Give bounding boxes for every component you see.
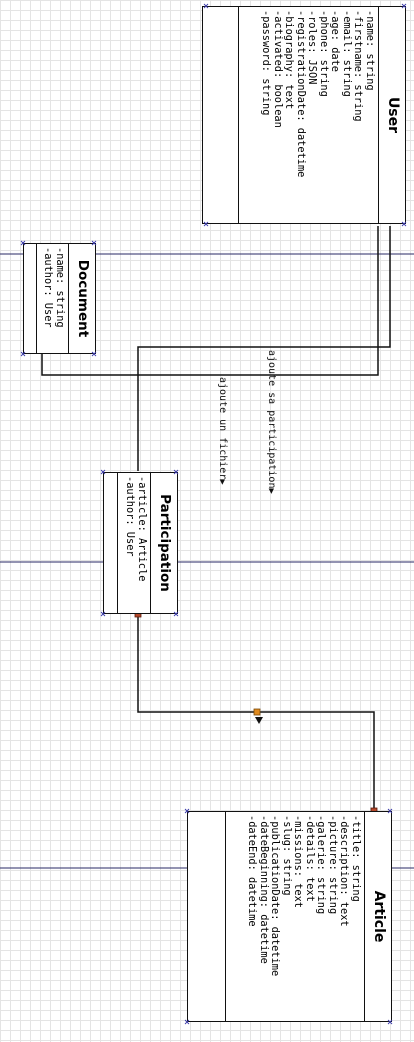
class-document-title: Document	[68, 244, 95, 353]
attribute: -password: string	[260, 10, 273, 116]
class-participation-attributes: -article: Article -author: User	[117, 473, 150, 613]
relation-label-text: ajoute un fichier	[217, 377, 228, 480]
attribute: -author: User	[124, 476, 137, 557]
attribute: -phone: string	[318, 10, 330, 97]
connector-handle[interactable]	[253, 708, 261, 716]
attribute: -dateBeginning: datetime	[258, 815, 270, 964]
arrow-right-icon: ▶	[217, 479, 227, 485]
attribute: -details: text	[304, 815, 316, 902]
relation-label-document[interactable]: ajoute un fichier▶	[217, 377, 228, 485]
attribute: -biography: text	[283, 10, 296, 110]
class-article[interactable]: Article -title: string -description: tex…	[187, 811, 392, 1022]
attribute: -publicationDate: datetime	[269, 815, 282, 977]
attribute: -missions: text	[292, 815, 305, 908]
relation-label-text: ajoute sa participation	[266, 350, 277, 489]
attribute: -activated: boolean	[272, 10, 284, 128]
class-participation-title: Participation	[150, 473, 177, 613]
connector-user-document[interactable]	[41, 226, 379, 376]
class-user-title: User	[378, 7, 405, 223]
class-user-attributes: -name: string -firstname: string -email:…	[238, 7, 378, 223]
attribute: -title: string	[350, 815, 362, 902]
class-user[interactable]: User -name: string -firstname: string -e…	[202, 6, 406, 224]
class-document-attributes: -name: string -author: User	[36, 244, 68, 353]
attribute: -dateEnd: datetime	[246, 815, 259, 927]
attribute: -name: string	[54, 247, 66, 328]
attribute: -roles: JSON	[306, 10, 319, 85]
arrow-head-icon	[255, 717, 263, 724]
class-article-operations	[215, 812, 225, 1021]
attribute: -article: Article	[136, 476, 148, 582]
arrow-right-icon: ▶	[266, 488, 276, 494]
class-document[interactable]: Document -name: string -author: User	[23, 243, 96, 354]
attribute: -firstname: string	[352, 10, 365, 122]
attribute: -picture: string	[327, 815, 339, 915]
attribute: -galerie: string	[315, 815, 328, 915]
attribute: -age: date	[329, 10, 342, 72]
attribute: -registrationDate: datetime	[295, 10, 307, 178]
class-user-operations	[228, 7, 238, 223]
attribute: -description: text	[338, 815, 351, 927]
connector-user-participation[interactable]	[137, 226, 391, 471]
class-participation-operations	[108, 473, 117, 613]
class-participation[interactable]: Participation -article: Article -author:…	[103, 472, 178, 614]
class-article-attributes: -title: string -description: text -pictu…	[225, 812, 364, 1021]
class-document-operations	[28, 244, 36, 353]
attribute: -name: string	[364, 10, 376, 91]
relation-label-participation[interactable]: ajoute sa participation▶	[266, 350, 277, 494]
attribute: -email: string	[341, 10, 353, 97]
attribute: -author: User	[42, 247, 55, 328]
class-article-title: Article	[364, 812, 391, 1021]
attribute: -slug: string	[281, 815, 293, 896]
